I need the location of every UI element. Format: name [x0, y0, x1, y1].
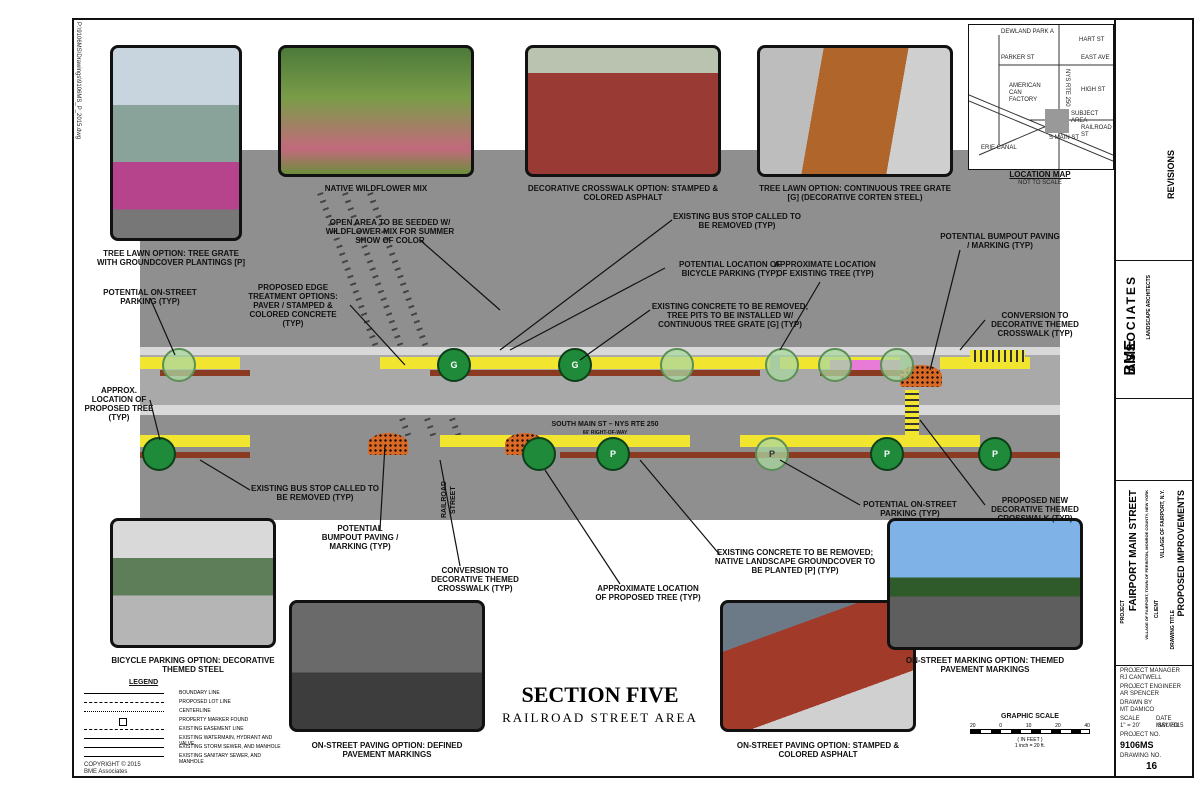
callout-wildflower-area: OPEN AREA TO BE SEEDED w/ WILDFLOWER MIX…: [325, 218, 455, 245]
location-map-note: NOT TO SCALE: [1018, 180, 1062, 186]
existing-tree: [765, 348, 799, 382]
copyright-firm: BME Associates: [84, 769, 128, 775]
existing-tree: [880, 348, 914, 382]
legend-item: PROPERTY MARKER FOUND: [179, 717, 249, 723]
proposed-tree-grate: G: [437, 348, 471, 382]
themed-crosswalk: [970, 350, 1025, 362]
photo-defined-pavement: [289, 600, 485, 732]
callout-on-street-parking-east: POTENTIAL ON-STREET PARKING (TYP): [863, 500, 957, 518]
photo-decorative-crosswalk: [525, 45, 721, 177]
caption-continuous-tree-grate: TREE LAWN OPTION: CONTINUOUS TREE GRATE …: [759, 184, 951, 202]
themed-crosswalk: [905, 390, 919, 435]
location-map: DEWLAND PARK A PARKER ST HART ST EAST AV…: [968, 24, 1114, 170]
legend-item: EXISTING WATERMAIN, HYDRANT AND VALVE: [179, 735, 273, 747]
proposed-tree-planting: P: [870, 437, 904, 471]
proposed-tree-planting: P: [978, 437, 1012, 471]
photo-stamped-asphalt: [720, 600, 916, 732]
legend: LEGEND BOUNDARY LINE PROPOSED LOT LINE C…: [84, 678, 284, 765]
callout-bus-stop-south: EXISTING BUS STOP CALLED TO BE REMOVED (…: [250, 484, 380, 502]
callout-crosswalk-north: CONVERSION TO DECORATIVE THEMED CROSSWAL…: [991, 311, 1079, 338]
callout-proposed-tree-west: APPROX. LOCATION OF PROPOSED TREE (TYP): [84, 386, 154, 422]
caption-bicycle-parking: BICYCLE PARKING OPTION: DECORATIVE THEME…: [111, 656, 275, 674]
callout-bumpout-north: POTENTIAL BUMPOUT PAVING / MARKING (TYP): [940, 232, 1060, 250]
photo-continuous-tree-grate: [757, 45, 953, 177]
legend-title: LEGEND: [129, 679, 159, 686]
photo-native-wildflower: [278, 45, 474, 177]
caption-defined-pavement: ON-STREET PAVING OPTION: DEFINED PAVEMEN…: [311, 741, 463, 759]
caption-native-wildflower: NATIVE WILDFLOWER MIX: [324, 184, 428, 193]
callout-proposed-tree-south: APPROXIMATE LOCATION OF PROPOSED TREE (T…: [595, 584, 701, 602]
section-title: SECTION FIVE: [521, 682, 679, 707]
callout-on-street-parking-west: POTENTIAL ON-STREET PARKING (TYP): [103, 288, 197, 306]
main-street-label: SOUTH MAIN ST – NYS RTE 250: [551, 421, 659, 428]
legend-item: EXISTING EASEMENT LINE: [179, 726, 244, 732]
callout-new-crosswalk: PROPOSED NEW DECORATIVE THEMED CROSSWALK…: [991, 496, 1079, 523]
caption-tree-lawn-groundcover: TREE LAWN OPTION: TREE GRATE WITH GROUND…: [97, 249, 245, 267]
legend-item: EXISTING SANITARY SEWER, AND MANHOLE: [179, 753, 261, 765]
legend-item: BOUNDARY LINE: [179, 690, 220, 696]
caption-stamped-asphalt: ON-STREET PAVING OPTION: STAMPED & COLOR…: [736, 741, 900, 759]
bumpout: [368, 433, 408, 455]
existing-tree: [162, 348, 196, 382]
callout-crosswalk-south: CONVERSION TO DECORATIVE THEMED CROSSWAL…: [431, 566, 519, 593]
file-path: P:\9106MS\Drawings\9106MS_P_2015.dwg: [75, 22, 81, 140]
project-number: 9106MS: [1120, 740, 1154, 750]
callout-tree-pits: EXISTING CONCRETE TO BE REMOVED; TREE PI…: [651, 302, 809, 329]
project-name: FAIRPORT MAIN STREET: [1128, 490, 1139, 612]
firm-name: ASSOCIATES: [1124, 275, 1138, 373]
proposed-tree-grate: G: [558, 348, 592, 382]
existing-tree: [660, 348, 694, 382]
legend-item: EXISTING STORM SEWER, AND MANHOLE: [179, 744, 281, 750]
copyright: COPYRIGHT © 2015: [84, 762, 141, 768]
legend-item: CENTERLINE: [179, 708, 211, 714]
section-subtitle: RAILROAD STREET AREA: [502, 710, 698, 725]
callout-bumpout-south: POTENTIAL BUMPOUT PAVING / MARKING (TYP): [321, 524, 399, 551]
drawing-number: 16: [1146, 761, 1158, 772]
drawing-title: PROPOSED IMPROVEMENTS: [1176, 490, 1186, 617]
photo-bicycle-parking: [110, 518, 276, 648]
title-block: REVISIONS BME ASSOCIATES LANDSCAPE ARCHI…: [1116, 18, 1194, 778]
photo-tree-lawn-groundcover: [110, 45, 242, 241]
callout-edge-treatment: PROPOSED EDGE TREATMENT OPTIONS: PAVER /…: [248, 283, 338, 328]
existing-tree: [818, 348, 852, 382]
callout-bus-stop-north: EXISTING BUS STOP CALLED TO BE REMOVED (…: [672, 212, 802, 230]
callout-groundcover: EXISTING CONCRETE TO BE REMOVED; NATIVE …: [714, 548, 876, 575]
callout-existing-tree: APPROXIMATE LOCATION OF EXISTING TREE (T…: [774, 260, 876, 278]
location-map-title: LOCATION MAP: [1009, 170, 1071, 179]
callout-bicycle-parking: POTENTIAL LOCATION OF BICYCLE PARKING (T…: [679, 260, 781, 278]
photo-themed-markings: [887, 518, 1083, 650]
caption-decorative-crosswalk: DECORATIVE CROSSWALK OPTION: STAMPED & C…: [527, 184, 719, 202]
existing-tree-planting: P: [755, 437, 789, 471]
site-plan: SOUTH MAIN ST – NYS RTE 250 66' RIGHT-OF…: [140, 150, 1060, 520]
legend-item: PROPOSED LOT LINE: [179, 699, 231, 705]
drawing-sheet: [72, 18, 1116, 778]
proposed-tree-planting: P: [596, 437, 630, 471]
row-label: 66' RIGHT-OF-WAY: [582, 430, 628, 436]
proposed-tree: [522, 437, 556, 471]
caption-themed-markings: ON-STREET MARKING OPTION: THEMED PAVEMEN…: [905, 656, 1065, 674]
